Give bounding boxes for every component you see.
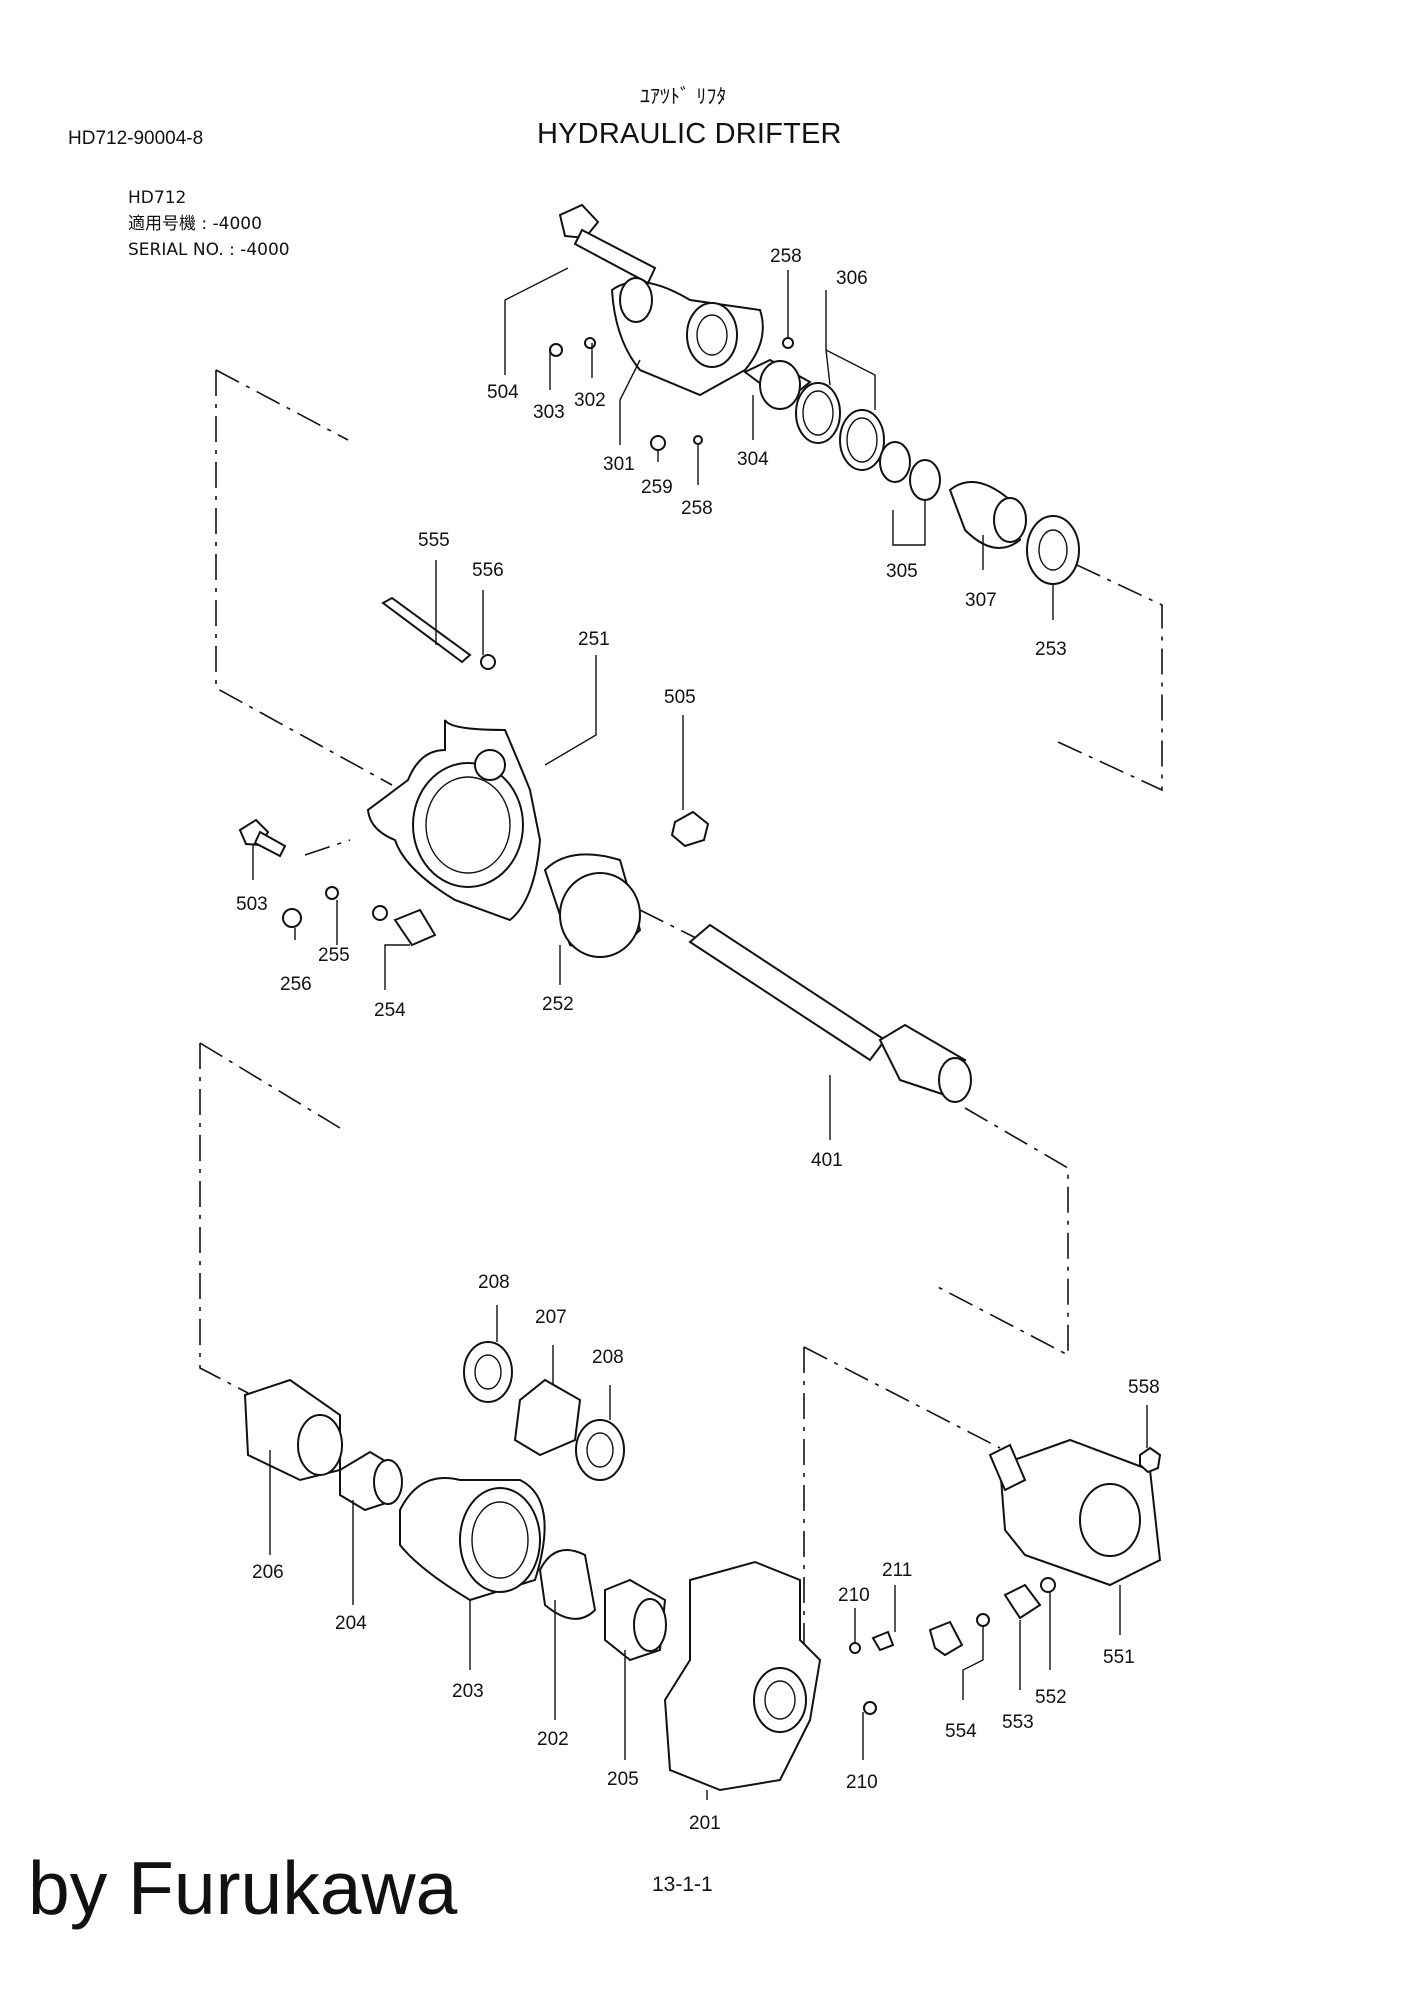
part-208-bearing-right: [575, 1419, 625, 1481]
callout-258-bottom: 258: [681, 498, 713, 519]
callout-551: 551: [1103, 1647, 1135, 1668]
callout-307: 307: [965, 590, 997, 611]
page-number: 13-1-1: [652, 1873, 713, 1896]
callout-401: 401: [811, 1150, 843, 1171]
callout-555: 555: [418, 530, 450, 551]
callout-labels: 258 306 504 303 302 301 259 258 304 305 …: [236, 246, 1160, 1834]
part-203-rotation-gear: [399, 1477, 546, 1602]
part-302-303-plug: [549, 337, 596, 357]
callout-552: 552: [1035, 1687, 1067, 1708]
model-name: HD712: [128, 188, 187, 208]
callout-204: 204: [335, 1613, 367, 1634]
callout-301: 301: [603, 454, 635, 475]
callout-208-left: 208: [478, 1272, 510, 1293]
leader-lines: [252, 267, 1148, 1800]
model-info: HD712 適用号機 : -4000 SERIAL NO. : -4000: [128, 185, 290, 263]
part-307-bushing: [948, 481, 1027, 549]
part-401-shaft: [688, 923, 972, 1103]
callout-210-top: 210: [838, 1585, 870, 1606]
part-301-bracket: [610, 277, 764, 397]
callout-207: 207: [535, 1307, 567, 1328]
callout-210-bottom: 210: [846, 1772, 878, 1793]
callout-553: 553: [1002, 1712, 1034, 1733]
callout-256: 256: [280, 974, 312, 995]
callout-211: 211: [882, 1560, 912, 1581]
applicable-serial-jp: 適用号機 : -4000: [128, 214, 262, 234]
title-japanese: ﾕｱﾂﾄﾞ ﾘﾌﾀ: [640, 84, 727, 108]
part-551-motor: [988, 1438, 1162, 1587]
callout-558: 558: [1128, 1377, 1160, 1398]
callout-206: 206: [252, 1562, 284, 1583]
part-555-bolt: [381, 596, 496, 670]
callout-202: 202: [537, 1729, 569, 1750]
callout-503: 503: [236, 894, 268, 915]
callout-201: 201: [689, 1813, 721, 1834]
callout-203: 203: [452, 1681, 484, 1702]
part-505-nut: [670, 810, 710, 848]
part-206-chuck-driver: [243, 1378, 343, 1482]
callout-253: 253: [1035, 639, 1067, 660]
part-305-rings: [879, 441, 941, 501]
callout-254: 254: [374, 1000, 406, 1021]
part-253-nut: [1026, 515, 1080, 585]
callout-505: 505: [664, 687, 696, 708]
callout-258-top: 258: [770, 246, 802, 267]
callout-504: 504: [487, 382, 519, 403]
part-210-211-plugs: [849, 1630, 895, 1715]
serial-range: SERIAL NO. : -4000: [128, 240, 290, 260]
part-558-plug: [1139, 1446, 1162, 1474]
page-title: HYDRAULIC DRIFTER: [537, 118, 842, 150]
part-504-bolt: [558, 203, 657, 285]
part-201-gear-case: [663, 1560, 822, 1792]
callout-302: 302: [574, 390, 606, 411]
callout-205: 205: [607, 1769, 639, 1790]
callout-554: 554: [945, 1721, 977, 1742]
part-205-bush: [604, 1578, 667, 1662]
callout-304: 304: [737, 449, 769, 470]
callout-252: 252: [542, 994, 574, 1015]
part-503-bolt: [238, 818, 287, 858]
part-552-554-fittings: [928, 1577, 1056, 1657]
callout-208-right: 208: [592, 1347, 624, 1368]
part-252-piston-cage: [543, 853, 642, 958]
callout-259: 259: [641, 477, 673, 498]
part-306-seals: [795, 382, 885, 471]
callout-305: 305: [886, 561, 918, 582]
part-207-gear: [513, 1378, 582, 1457]
callout-251: 251: [578, 629, 610, 650]
document-code: HD712-90004-8: [68, 128, 204, 149]
part-254-256-fittings: [282, 886, 437, 947]
brand-watermark: by Furukawa: [28, 1846, 458, 1930]
part-204-bushing: [339, 1450, 403, 1512]
part-202-sleeve: [538, 1549, 597, 1620]
callout-556: 556: [472, 560, 504, 581]
part-208-bearing-left: [463, 1341, 513, 1403]
callout-255: 255: [318, 945, 350, 966]
callout-303: 303: [533, 402, 565, 423]
callout-306: 306: [836, 268, 868, 289]
part-304-sleeve: [743, 358, 812, 410]
assembly-dash-lines: [199, 369, 1163, 1700]
part-251-housing: [366, 719, 542, 922]
